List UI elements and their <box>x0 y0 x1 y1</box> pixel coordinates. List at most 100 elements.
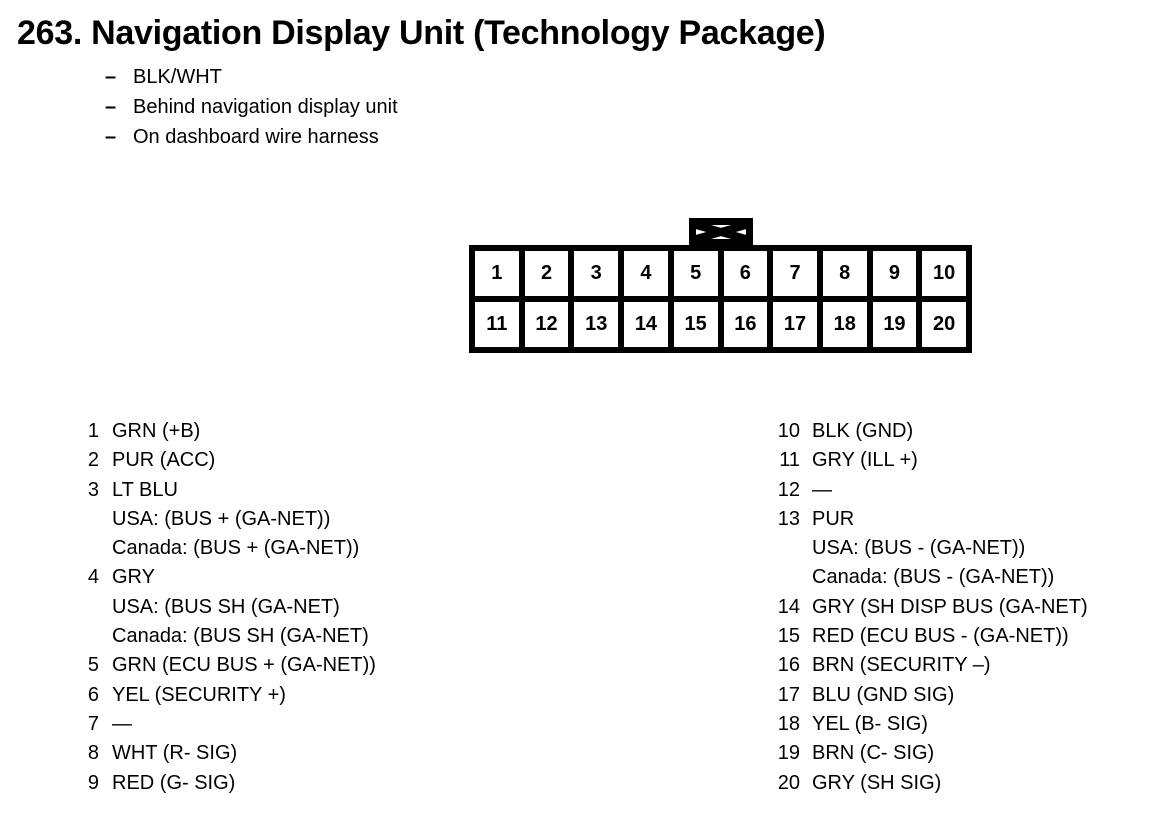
pin-number <box>75 505 99 534</box>
pin-label: GRN (+B) <box>112 420 201 442</box>
connector-latch-tab <box>688 218 753 246</box>
pin-label: Canada: (BUS + (GA-NET)) <box>112 537 360 560</box>
pin-number: 17 <box>777 683 800 706</box>
pin-label: RED (ECU BUS - (GA-NET)) <box>812 625 1069 648</box>
connector-pin-cell: 2 <box>524 251 569 296</box>
pin-number: 11 <box>779 449 800 472</box>
note-text: BLK/WHT <box>133 66 222 88</box>
pin-line: 11 GRY (ILL +) <box>773 446 1088 475</box>
pin-label: Canada: (BUS - (GA-NET)) <box>812 566 1055 589</box>
pin-line: 9 RED (G- SIG) <box>75 769 376 798</box>
pin-number: 9 <box>87 771 99 794</box>
pin-number: 4 <box>87 566 99 589</box>
pin-label: USA: (BUS + (GA-NET)) <box>112 507 331 530</box>
pin-number: 13 <box>777 507 800 530</box>
note-line: –BLK/WHT <box>105 62 398 92</box>
connector-pin-cell: 18 <box>822 302 867 347</box>
pin-label: USA: (BUS SH (GA-NET) <box>112 595 340 618</box>
note-line: –On dashboard wire harness <box>105 122 398 152</box>
notes-list: –BLK/WHT–Behind navigation display unit–… <box>105 62 398 152</box>
connector-pin-cell: 15 <box>673 302 718 347</box>
pin-label: GRY (SH DISP BUS (GA-NET) <box>812 595 1088 618</box>
connector-pin-cell: 9 <box>872 251 917 296</box>
pin-number: 12 <box>777 478 800 501</box>
pin-label: BRN (C- SIG) <box>812 742 935 765</box>
connector-pin-cell: 1 <box>475 251 519 296</box>
connector-pin-cell: 12 <box>524 302 569 347</box>
pin-number: 20 <box>777 771 800 794</box>
pin-number: 6 <box>87 683 99 706</box>
pin-label: RED (G- SIG) <box>112 771 236 794</box>
pin-label: BLU (GND SIG) <box>812 683 955 706</box>
pin-label: Canada: (BUS SH (GA-NET) <box>112 625 369 648</box>
pin-number <box>773 563 800 592</box>
pin-number: 15 <box>777 625 800 648</box>
pin-label: YEL (SECURITY +) <box>112 683 286 706</box>
pin-label: YEL (B- SIG) <box>812 712 928 735</box>
note-text: Behind navigation display unit <box>133 96 398 118</box>
dash-bullet: – <box>105 66 117 88</box>
pin-line: Canada: (BUS + (GA-NET)) <box>75 534 376 563</box>
dash-bullet: – <box>105 96 117 118</box>
pin-line: 7— <box>75 710 376 739</box>
pin-line: 1 GRN (+B) <box>75 417 376 446</box>
pin-line: 6 YEL (SECURITY +) <box>75 681 376 710</box>
connector-pin-cell: 19 <box>872 302 917 347</box>
note-text: On dashboard wire harness <box>133 126 379 148</box>
pin-line: USA: (BUS - (GA-NET)) <box>773 534 1088 563</box>
pin-label: — <box>112 712 132 735</box>
page-title: 263. Navigation Display Unit (Technology… <box>17 14 826 52</box>
pin-line: 19 BRN (C- SIG) <box>773 739 1088 768</box>
pin-line: Canada: (BUS - (GA-NET)) <box>773 563 1088 592</box>
pin-number: 1 <box>87 420 99 442</box>
connector-pin-cell: 8 <box>822 251 867 296</box>
pin-label: — <box>812 478 832 501</box>
pin-line: 13 PUR <box>773 505 1088 534</box>
pin-label: LT BLU <box>112 478 178 501</box>
pin-line: 5 GRN (ECU BUS + (GA-NET)) <box>75 651 376 680</box>
connector-pin-cell: 14 <box>624 302 668 347</box>
pin-line: 12 — <box>773 476 1088 505</box>
connector-pin-cell: 6 <box>723 251 768 296</box>
connector-pin-cell: 13 <box>574 302 619 347</box>
pin-label: GRY <box>112 566 155 589</box>
dash-bullet: – <box>105 126 117 148</box>
connector-pin-cell: 5 <box>673 251 718 296</box>
pin-number: 5 <box>87 654 99 677</box>
note-line: –Behind navigation display unit <box>105 92 398 122</box>
pin-line: 17 BLU (GND SIG) <box>773 681 1088 710</box>
pin-number: 19 <box>777 742 800 765</box>
pin-line: USA: (BUS + (GA-NET)) <box>75 505 376 534</box>
pin-line: 4 GRY <box>75 563 376 592</box>
pin-label: PUR <box>812 507 855 530</box>
connector-pin-cell: 7 <box>773 251 817 296</box>
pin-label: GRY (ILL +) <box>812 449 918 472</box>
pin-line: 14 GRY (SH DISP BUS (GA-NET) <box>773 593 1088 622</box>
pin-line: 15 RED (ECU BUS - (GA-NET)) <box>773 622 1088 651</box>
connector-pin-cell: 16 <box>723 302 768 347</box>
connector-pin-cell: 17 <box>773 302 817 347</box>
pin-line: Canada: (BUS SH (GA-NET) <box>75 622 376 651</box>
pin-label: USA: (BUS - (GA-NET)) <box>812 537 1026 560</box>
pin-label: BRN (SECURITY –) <box>812 654 991 677</box>
pin-number: 10 <box>777 420 800 442</box>
pin-number: 7 <box>87 712 99 735</box>
pin-label: GRY (SH SIG) <box>812 771 942 794</box>
pin-number: 8 <box>87 742 99 765</box>
pin-label: GRN (ECU BUS + (GA-NET)) <box>112 654 376 677</box>
pin-number <box>75 534 99 563</box>
pin-number: 14 <box>777 595 800 618</box>
pin-number: 2 <box>87 449 99 472</box>
pin-number <box>75 622 99 651</box>
connector-pin-cell: 4 <box>624 251 668 296</box>
